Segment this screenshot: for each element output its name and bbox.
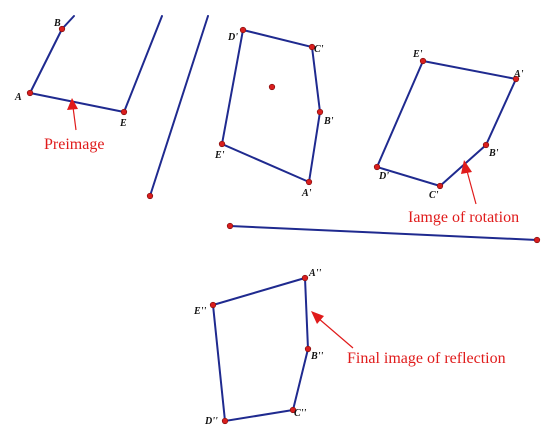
pentagon-prime-label-d: D' [227,32,238,43]
pentagon-prime-point-a[interactable] [305,178,313,186]
rotation-image-outline [375,59,518,188]
preimage-figure: A B E [14,15,163,129]
preimage-point-a[interactable] [26,89,34,97]
rotation-arrow-head [461,160,472,174]
rotation-image-point-e[interactable] [419,57,427,65]
rotation-arrow-shaft [466,170,477,205]
reflection-image-point-d[interactable] [221,417,229,425]
pentagon-prime-point-b[interactable] [316,108,324,116]
rotation-center-point[interactable] [268,83,276,91]
reflection-image-label-a: A'' [308,268,321,279]
rotation-image-label-d: D' [378,171,389,182]
reflection-arrow-head [311,311,324,324]
pentagon-prime-point-d[interactable] [239,26,247,34]
reflection-image-point-a[interactable] [301,274,309,282]
preimage-arrow-shaft [72,106,77,131]
rotation-image-label-b: B' [488,148,499,159]
horizontal-line [229,225,538,241]
rotation-image-point-c[interactable] [436,182,444,190]
rotation-annotation-text: Iamge of rotation [408,209,519,226]
pentagon-prime: D' C' B' A' E' [214,26,334,199]
pentagon-prime-label-b: B' [323,116,334,127]
diagonal-line-endpoint[interactable] [146,192,154,200]
preimage-label-b: B [53,18,61,29]
horizontal-line-endpoint-left[interactable] [226,222,234,230]
pentagon-prime-label-e: E' [214,150,225,161]
rotation-image-point-d[interactable] [373,163,381,171]
rotation-image-point-b[interactable] [482,141,490,149]
pentagon-prime-label-c: C' [314,44,324,55]
pentagon-prime-point-c[interactable] [308,43,316,51]
reflection-image-label-c: C'' [294,408,306,419]
preimage-side-ab [29,28,63,94]
preimage-label-a: A [14,92,22,103]
preimage-arrow-head [67,98,78,110]
rotation-image-label-c: C' [429,190,439,201]
rotation-annotation: Iamge of rotation [408,160,519,226]
reflection-image-point-c[interactable] [289,406,297,414]
rotation-image-point-a[interactable] [512,75,520,83]
reflection-annotation-text: Final image of reflection [347,350,506,367]
horizontal-line-endpoint-right[interactable] [533,236,541,244]
reflection-image-label-b: B'' [310,351,323,362]
preimage-annotation-text: Preimage [44,136,104,153]
pentagon-prime-point-e[interactable] [218,140,226,148]
preimage-point-e[interactable] [120,108,128,116]
rotation-image-label-e: E' [412,49,423,60]
reflection-image-label-d: D'' [204,416,218,427]
reflection-annotation: Final image of reflection [311,311,506,367]
pentagon-prime-label-a: A' [301,188,312,199]
reflection-image: A'' B'' C'' D'' E'' [193,268,323,427]
reflection-image-point-b[interactable] [304,345,312,353]
reflection-image-outline [211,276,310,423]
reflection-arrow-shaft [317,317,354,349]
pentagon-prime-outline [220,28,322,184]
preimage-side-ae [29,92,125,113]
reflection-image-label-e: E'' [193,306,206,317]
diagonal-line [149,15,209,197]
preimage-point-b[interactable] [58,25,66,33]
preimage-side-e-up [123,15,163,113]
reflection-image-point-e[interactable] [209,301,217,309]
rotation-image: E' A' B' C' D' [373,49,524,201]
rotation-image-label-a: A' [513,69,524,80]
preimage-label-e: E [119,118,127,129]
preimage-annotation: Preimage [44,98,104,153]
